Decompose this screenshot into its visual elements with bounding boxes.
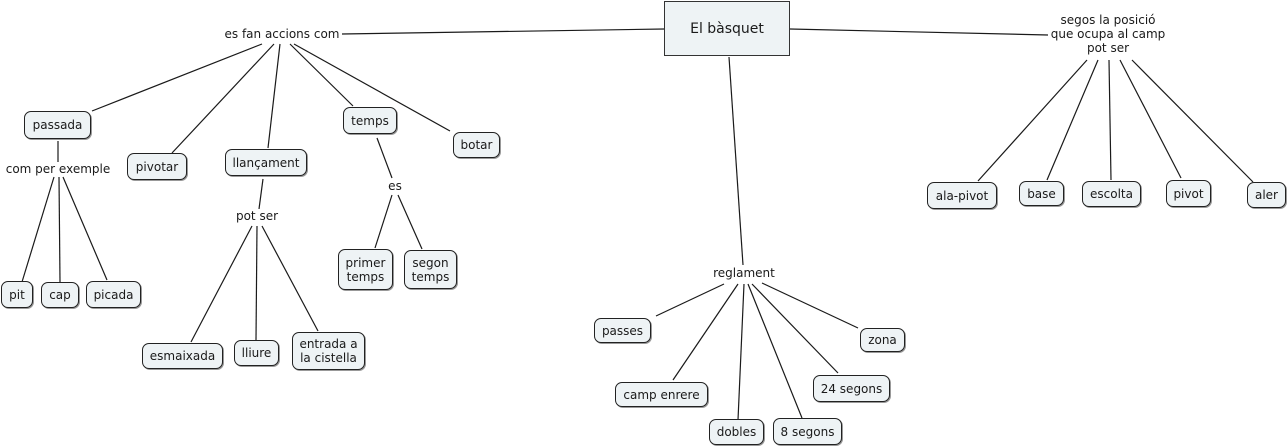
link-root-rules [728,56,744,266]
concept-lliure[interactable]: lliure [234,340,279,366]
link-potser-entrada [261,225,319,332]
link-position-alapivot [977,59,1088,182]
concept-root-basquet[interactable]: El bàsquet [664,1,790,56]
link-potser-esmaixada [190,225,253,343]
concept-entrada[interactable]: entrada a la cistella [292,332,365,370]
phrase-shot-types[interactable]: pot ser [233,209,281,223]
link-es-primer [374,194,393,249]
phrase-rules[interactable]: reglament [711,266,777,280]
link-actions-botar [293,43,451,132]
link-rules-zona [761,282,859,329]
link-actions-passada [91,43,263,112]
concept-dobles[interactable]: dobles [709,419,764,445]
link-rules-24segons [751,283,839,374]
phrase-position[interactable]: segos la posició que ocupa al camp pot s… [1048,13,1168,55]
concept-pivot[interactable]: pivot [1166,180,1211,207]
link-es-segon [397,194,423,250]
link-actions-pivotar [171,43,275,154]
concept-segon-temps[interactable]: segon temps [404,250,457,289]
link-llancament-potser [258,178,264,210]
link-position-pivot [1119,59,1182,179]
link-example-picada [62,176,108,281]
concept-24-segons[interactable]: 24 segons [813,375,890,402]
link-root-position [789,28,1049,36]
link-position-base [1046,59,1099,181]
link-rules-8segons [747,283,803,419]
concept-temps[interactable]: temps [343,107,397,134]
concept-cap[interactable]: cap [41,282,79,308]
concept-zona[interactable]: zona [860,328,905,352]
concept-aler[interactable]: aler [1247,182,1286,208]
link-position-aler [1131,59,1254,183]
concept-base[interactable]: base [1019,181,1064,206]
concept-passada[interactable]: passada [24,111,91,139]
concept-botar[interactable]: botar [453,132,500,158]
concept-passes[interactable]: passes [594,318,651,343]
link-example-cap [58,176,61,283]
concept-primer-temps[interactable]: primer temps [338,249,393,290]
concept-8-segons[interactable]: 8 segons [773,418,842,445]
link-temps-es [376,137,393,179]
concept-picada[interactable]: picada [86,281,141,308]
concept-pivotar[interactable]: pivotar [127,153,187,180]
concept-camp-enrere[interactable]: camp enrere [615,382,708,407]
link-rules-passes [655,283,725,317]
concept-pit[interactable]: pit [1,281,33,308]
link-rules-dobles [737,283,745,421]
phrase-time-is[interactable]: es [386,179,404,193]
link-actions-llancament [267,43,281,149]
concept-llancament[interactable]: llançament [225,149,307,176]
concept-escolta[interactable]: escolta [1082,181,1141,207]
phrase-example[interactable]: com per exemple [3,162,113,176]
link-example-pit [21,176,55,283]
link-position-escolta [1108,59,1112,181]
phrase-actions[interactable]: es fan accions com [222,27,342,41]
link-rules-campenrere [672,283,739,381]
link-root-actions [341,28,665,35]
concept-ala-pivot[interactable]: ala-pivot [927,182,997,209]
concept-esmaixada[interactable]: esmaixada [142,343,223,369]
link-potser-lliure [255,225,258,341]
link-actions-temps [289,43,354,107]
